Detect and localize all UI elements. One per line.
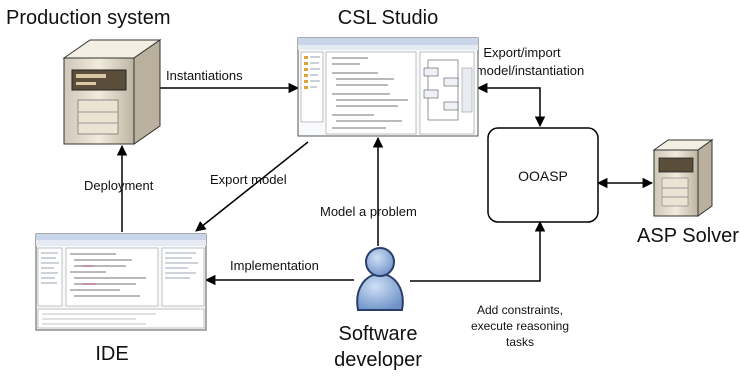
ooasp-box: OOASP	[487, 127, 599, 223]
label-instantiations: Instantiations	[166, 68, 243, 83]
label-export-import-1: Export/import	[483, 45, 561, 60]
edge-export-import	[476, 82, 546, 128]
label-export-import-2: model/instantiation	[476, 63, 584, 78]
title-production-system: Production system	[6, 7, 171, 29]
application-window-icon	[297, 37, 479, 137]
label-add-constraints-1: Add constraints,	[477, 303, 563, 317]
label-add-constraints-3: tasks	[506, 335, 534, 349]
application-window-icon	[35, 233, 207, 331]
label-export-model: Export model	[210, 172, 287, 187]
title-software-developer-1: Software	[339, 323, 418, 345]
label-deployment: Deployment	[84, 178, 154, 193]
server-tower-icon	[652, 139, 714, 217]
edge-add-constraints	[410, 220, 546, 282]
server-tower-icon	[62, 39, 162, 145]
label-model-a-problem: Model a problem	[320, 204, 417, 219]
title-ide: IDE	[95, 343, 128, 365]
title-asp-solver: ASP Solver	[637, 225, 739, 247]
label-add-constraints-2: execute reasoning	[471, 319, 569, 333]
title-software-developer-2: developer	[334, 349, 422, 371]
label-implementation: Implementation	[230, 258, 319, 273]
edge-export-model	[195, 141, 309, 232]
title-csl-studio: CSL Studio	[338, 7, 438, 29]
ooasp-label: OOASP	[518, 168, 568, 184]
person-icon	[356, 247, 404, 311]
